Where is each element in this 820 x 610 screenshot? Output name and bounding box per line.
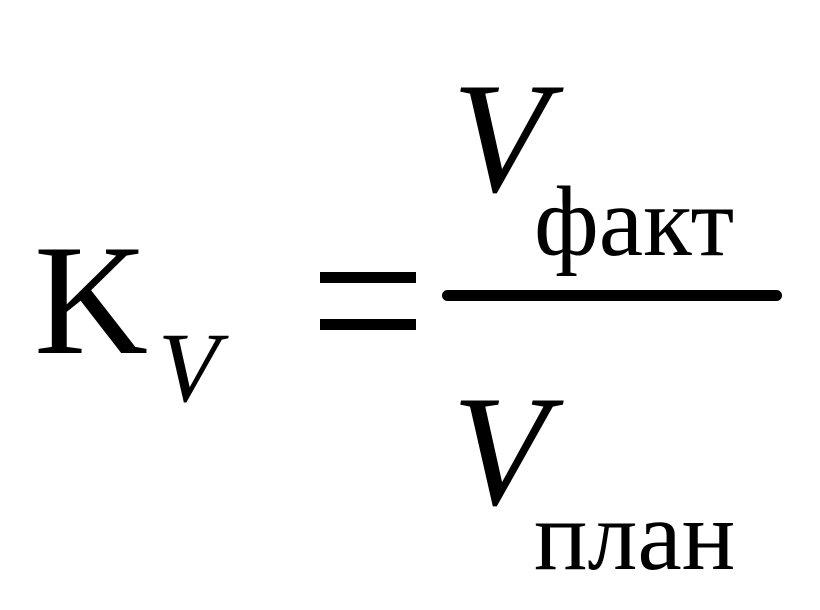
equals-sign: [320, 272, 416, 332]
fraction-bar: [442, 290, 782, 301]
equals-bar-bottom: [320, 319, 416, 330]
equals-bar-top: [320, 272, 416, 283]
lhs-symbol: K: [34, 213, 149, 388]
denominator-symbol: V: [452, 364, 549, 539]
denominator-subscript: план: [534, 480, 736, 591]
numerator-symbol: V: [452, 51, 549, 226]
numerator-subscript: факт: [534, 166, 735, 277]
lhs-subscript: V: [158, 312, 220, 423]
